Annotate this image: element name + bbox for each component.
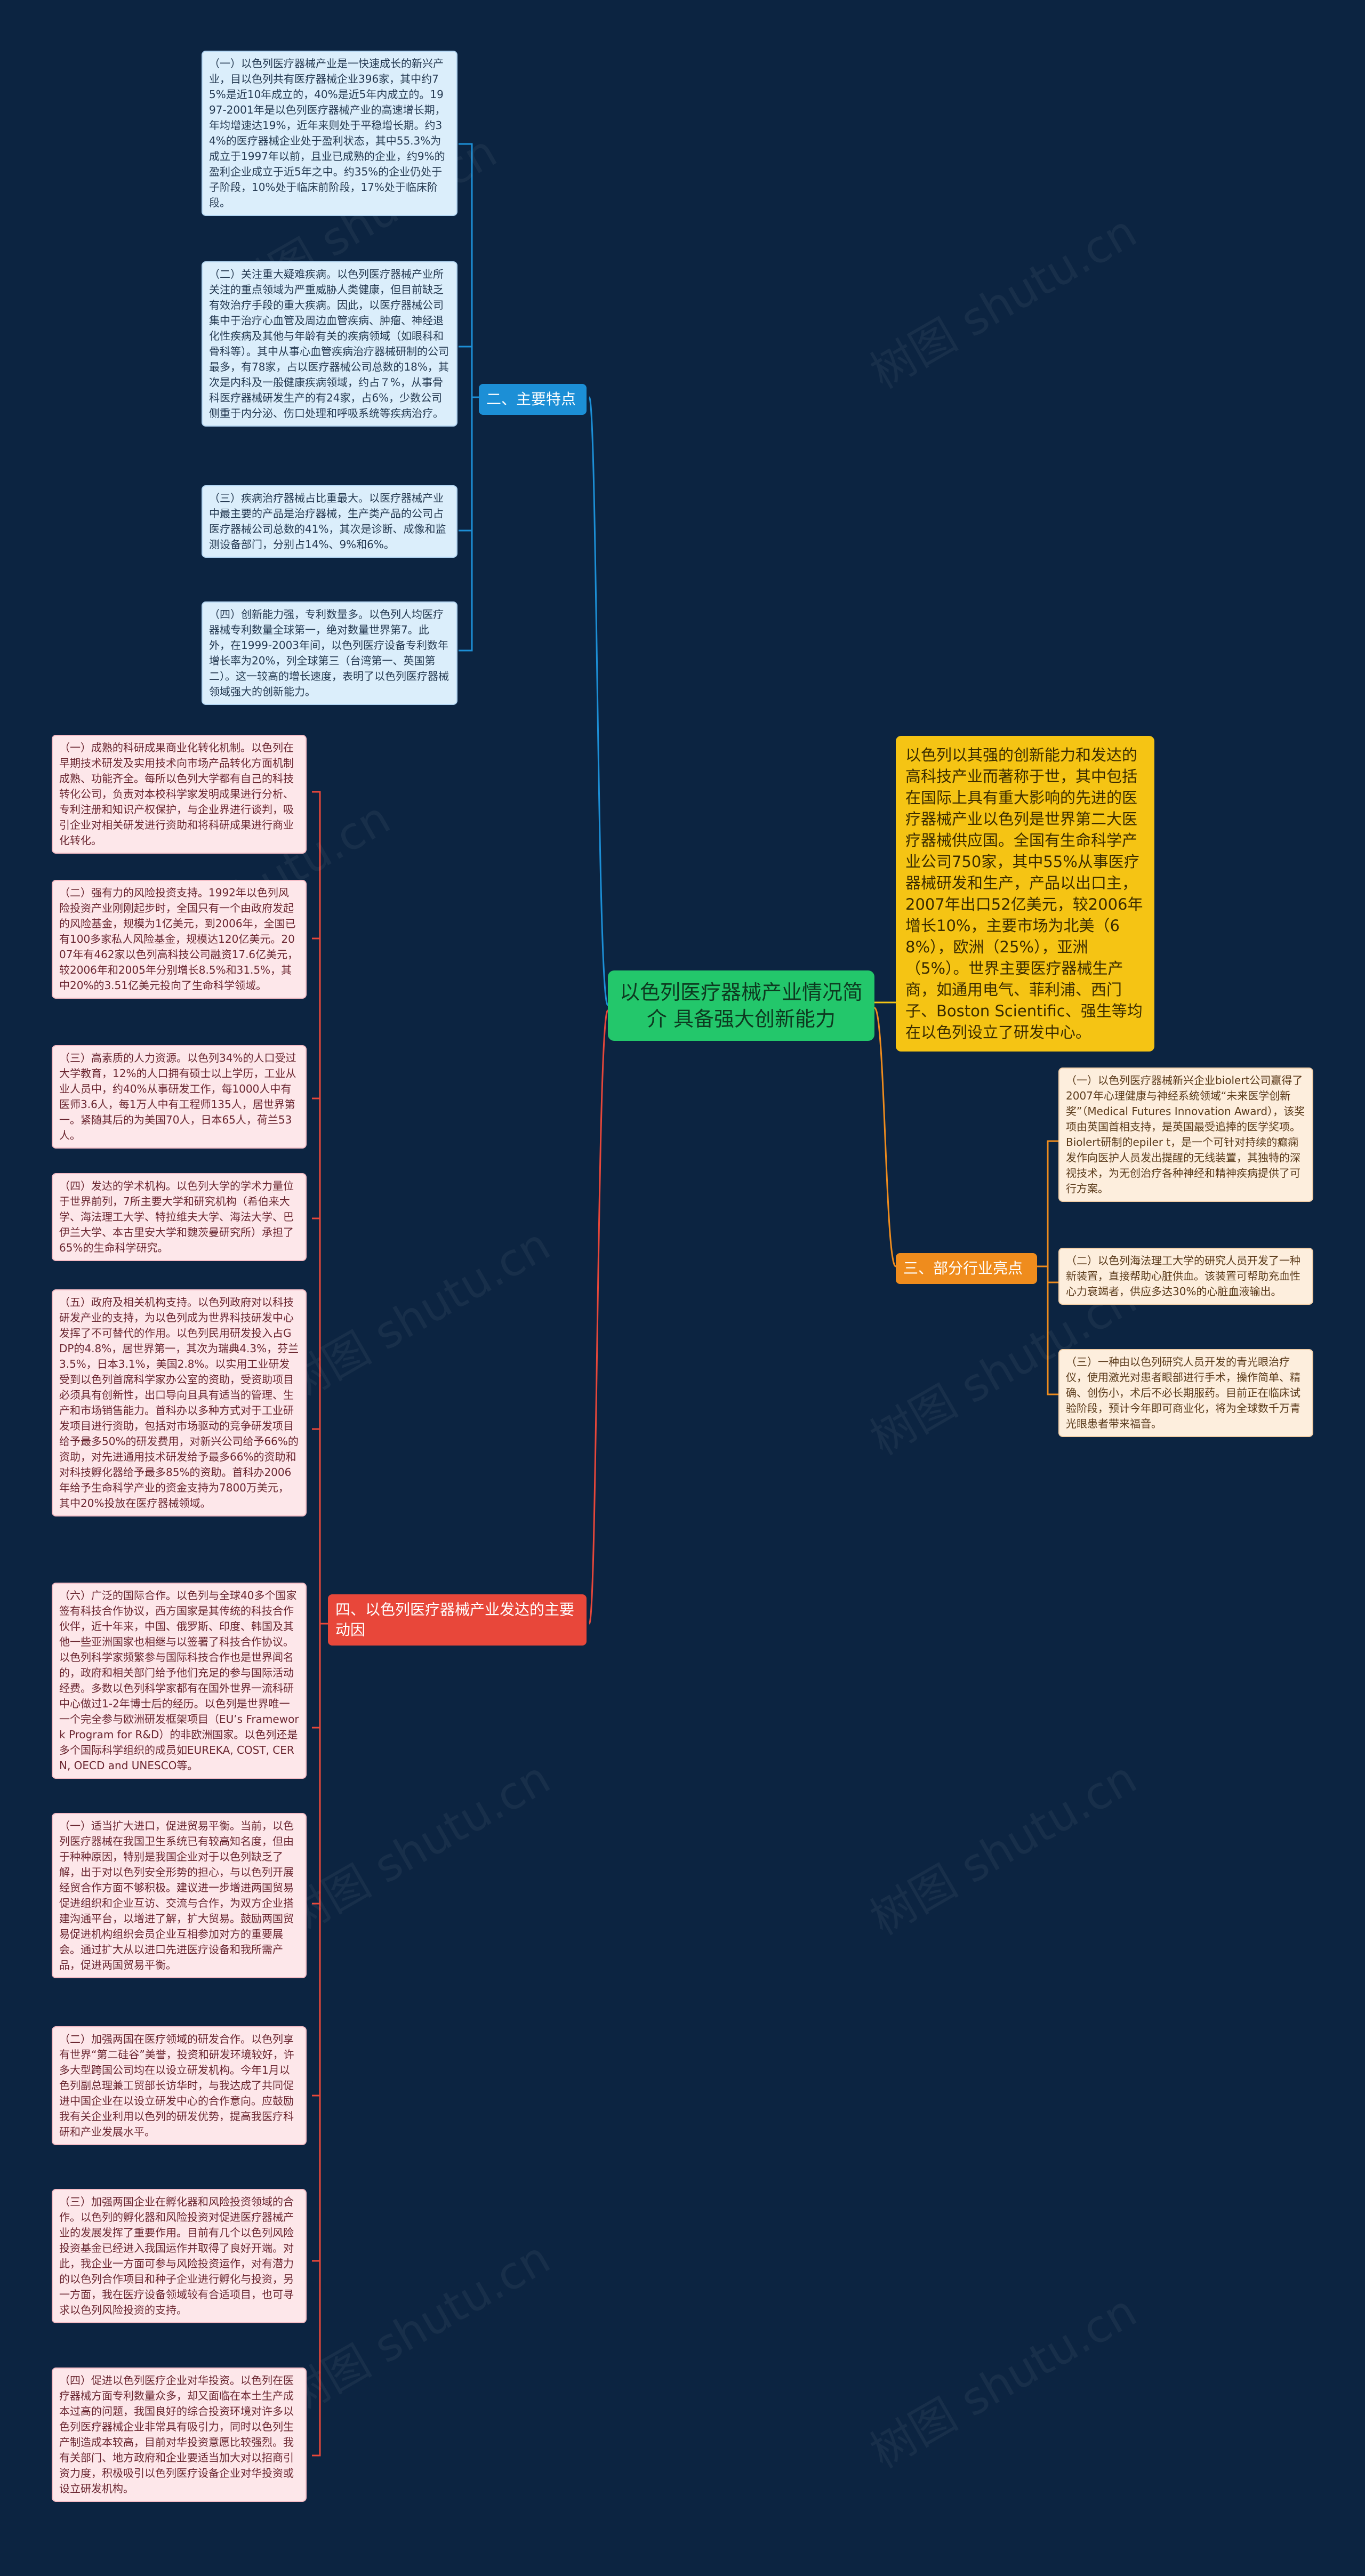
features-item-2[interactable]: （二）关注重大疑难疾病。以色列医疗器械产业所关注的重点领域为严重威胁人类健康，但… [202,261,457,427]
drivers-item-10[interactable]: （四）促进以色列医疗企业对华投资。以色列在医疗器械方面专利数量众多，却又面临在本… [52,2368,307,2502]
root-to-features-line [588,396,609,1006]
root-topic[interactable]: 以色列医疗器械产业情况简介 具备强大创新能力 [608,970,874,1041]
branch-main-features[interactable]: 二、主要特点 [479,384,587,415]
features-leaf-lines [459,143,479,652]
highlights-item-1[interactable]: （一）以色列医疗器械新兴企业biolert公司赢得了2007年心理健康与神经系统… [1058,1068,1313,1202]
summary-note[interactable]: 以色列以其强的创新能力和发达的高科技产业而著称于世，其中包括在国际上具有重大影响… [896,736,1154,1052]
drivers-item-2[interactable]: （二）强有力的风险投资支持。1992年以色列风险投资产业刚刚起步时，全国只有一个… [52,880,307,999]
branch-highlights[interactable]: 三、部分行业亮点 [896,1253,1037,1284]
drivers-item-5[interactable]: （五）政府及相关机构支持。以色列政府对以科技研发产业的支持，为以色列成为世界科技… [52,1289,307,1516]
drivers-item-3[interactable]: （三）高素质的人力资源。以色列34%的人口受过大学教育，12%的人口拥有硕士以上… [52,1045,307,1149]
drivers-item-8[interactable]: （二）加强两国在医疗领域的研发合作。以色列享有世界“第二硅谷”美誉，投资和研发环… [52,2026,307,2145]
features-item-3[interactable]: （三）疾病治疗器械占比重最大。以医疗器械产业中最主要的产品是治疗器械，生产类产品… [202,485,457,558]
drivers-item-9[interactable]: （三）加强两国企业在孵化器和风险投资领域的合作。以色列的孵化器和风险投资对促进医… [52,2189,307,2323]
drivers-item-7[interactable]: （一）适当扩大进口，促进贸易平衡。当前，以色列医疗器械在我国卫生系统已有较高知名… [52,1813,307,1978]
drivers-item-6[interactable]: （六）广泛的国际合作。以色列与全球40多个国家签有科技合作协议，西方国家是其传统… [52,1583,307,1779]
root-to-highlights-line [873,1007,897,1267]
features-item-4[interactable]: （四）创新能力强，专利数量多。以色列人均医疗器械专利数量全球第一，绝对数量世界第… [202,601,457,705]
drivers-item-4[interactable]: （四）发达的学术机构。以色列大学的学术力量位于世界前列，7所主要大学和研究机构（… [52,1173,307,1261]
trends-leaf-lines [312,791,328,2457]
highlights-leaf-lines [1037,1140,1058,1395]
root-to-trends-line [588,1009,609,1625]
features-item-1[interactable]: （一）以色列医疗器械产业是一快速成长的新兴产业，目以色列共有医疗器械企业396家… [202,51,457,216]
branch-drivers[interactable]: 四、以色列医疗器械产业发达的主要动因 [328,1594,587,1646]
highlights-item-2[interactable]: （二）以色列海法理工大学的研究人员开发了一种新装置，直接帮助心脏供血。该装置可帮… [1058,1248,1313,1305]
drivers-item-1[interactable]: （一）成熟的科研成果商业化转化机制。以色列在早期技术研发及实用技术向市场产品转化… [52,735,307,854]
highlights-item-3[interactable]: （三）一种由以色列研究人员开发的青光眼治疗仪，使用激光对患者眼部进行手术，操作简… [1058,1349,1313,1437]
